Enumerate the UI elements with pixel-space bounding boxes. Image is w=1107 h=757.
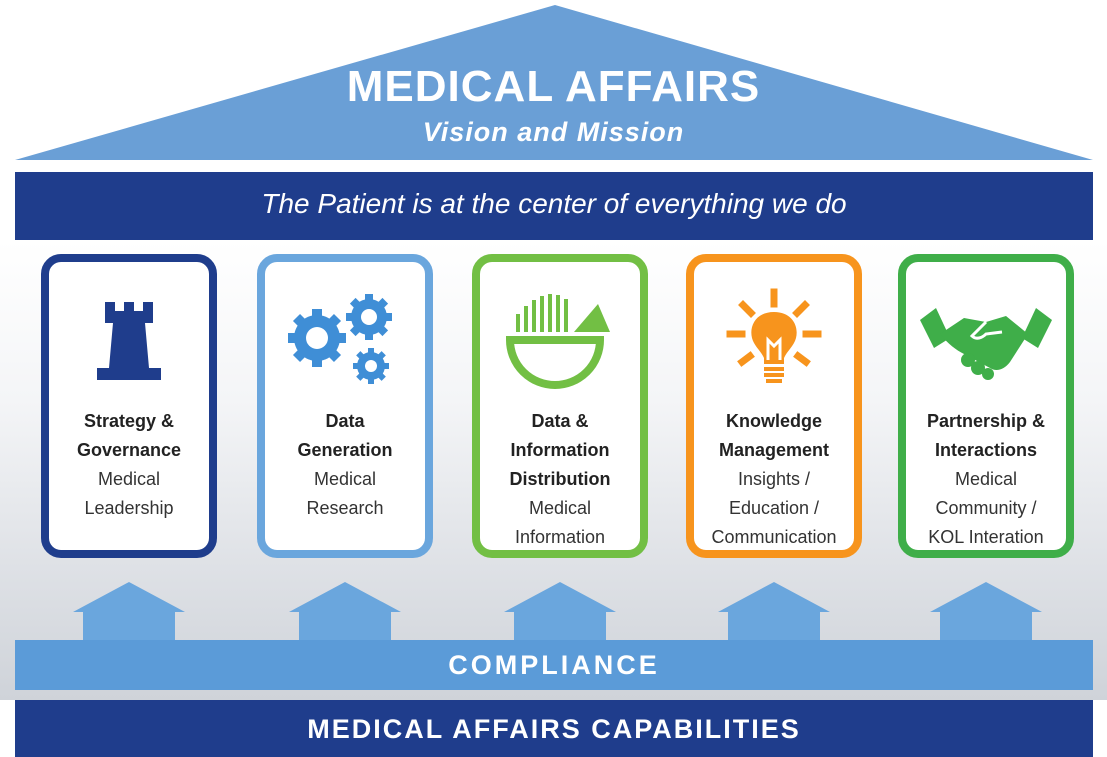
pillar-subtitle-line: Information: [514, 527, 606, 547]
banner-text: The Patient is at the center of everythi…: [261, 188, 847, 219]
capabilities-foundation: MEDICAL AFFAIRS CAPABILITIES: [15, 700, 1093, 757]
up-arrow: [289, 582, 401, 640]
pillar-title-line: Data &: [531, 411, 589, 431]
handshake-icon: [906, 280, 1066, 400]
roof-title: MEDICAL AFFAIRS: [346, 62, 761, 111]
roof-shape: [15, 5, 1093, 160]
pillar-title-line: Management: [718, 440, 830, 460]
compliance-text: COMPLIANCE: [448, 650, 660, 680]
pillar-subtitle-line: Community /: [935, 498, 1037, 518]
pillar-title-line: Partnership &: [926, 411, 1046, 431]
footer-text: MEDICAL AFFAIRS CAPABILITIES: [307, 714, 801, 744]
pillar-subtitle-line: Medical: [97, 469, 161, 489]
pillar-subtitle-line: Medical: [313, 469, 377, 489]
pillar-data-information-distribution: Data & Information Distribution Medical …: [472, 254, 648, 558]
pillar-subtitle-line: Leadership: [84, 498, 174, 518]
support-arrows: [73, 582, 1042, 640]
roof: [15, 5, 1093, 160]
up-arrow: [73, 582, 185, 640]
pillar-title-line: Information: [510, 440, 610, 460]
pillar-subtitle-line: KOL Interation: [928, 527, 1044, 547]
pillar-title-line: Generation: [297, 440, 393, 460]
pillar-subtitle-line: Research: [306, 498, 384, 518]
up-arrow: [930, 582, 1042, 640]
pie-chart-icon: [480, 280, 640, 400]
pillar-title-line: Governance: [76, 440, 182, 460]
roof-subtitle: Vision and Mission: [422, 117, 685, 147]
pillar-subtitle-line: Insights /: [737, 469, 811, 489]
pillar-subtitle-line: Medical: [528, 498, 592, 518]
pillar-title-line: Distribution: [509, 469, 611, 489]
lightbulb-icon: [694, 280, 854, 400]
up-arrow: [504, 582, 616, 640]
pillar-data-generation: Data Generation Medical Research: [257, 254, 433, 558]
pillar-title-line: Interactions: [934, 440, 1038, 460]
pillar-title-line: Knowledge: [725, 411, 822, 431]
gears-icon: [265, 280, 425, 400]
pillar-subtitle-line: Education /: [728, 498, 820, 518]
pillar-subtitle-line: Communication: [711, 527, 837, 547]
up-arrow: [718, 582, 830, 640]
pillar-partnership-interactions: Partnership & Interactions Medical Commu…: [898, 254, 1074, 558]
pillar-title-line: Strategy &: [83, 411, 175, 431]
patient-banner: The Patient is at the center of everythi…: [15, 172, 1093, 240]
rook-chess-icon: [49, 280, 209, 400]
pillar-subtitle-line: Medical: [954, 469, 1018, 489]
pillar-knowledge-management: Knowledge Management Insights / Educatio…: [686, 254, 862, 558]
pillar-strategy-governance: Strategy & Governance Medical Leadership: [41, 254, 217, 558]
pillar-title-line: Data: [325, 411, 365, 431]
compliance-bar: COMPLIANCE: [15, 640, 1093, 690]
